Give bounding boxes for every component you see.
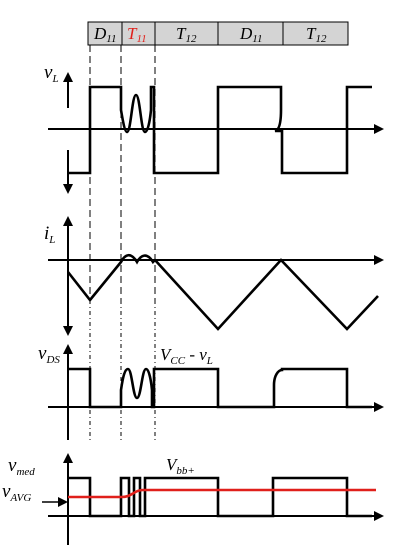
interval-header: D11 T11 T12 D11 T12	[87, 21, 349, 46]
vavg-trace	[68, 488, 376, 499]
vcc-minus-vl-label: VCC - vL	[160, 345, 213, 367]
panel-vds: vDS VCC - vL	[38, 343, 384, 440]
vmed-axis-label: vmed	[8, 455, 35, 478]
vl-waveform	[68, 85, 372, 175]
vl-axis-label: vL	[44, 62, 59, 85]
panel-il: iL	[44, 216, 384, 336]
header-label-t12-first: T12	[176, 24, 197, 45]
vds-axis-label: vDS	[38, 343, 60, 366]
panel-vl: vL	[44, 62, 384, 194]
vmed-waveform	[68, 476, 372, 518]
vbb-plus-label: Vbb+	[166, 455, 195, 477]
vds-waveform	[68, 367, 372, 409]
header-label-t11: T11	[127, 24, 147, 45]
header-cell-t12-second	[282, 21, 349, 46]
header-label-d11-second: D11	[239, 24, 262, 45]
panel-vmed: vmed vAVG Vbb+	[2, 453, 384, 545]
vavg-label: vAVG	[2, 481, 31, 504]
il-axis-label: iL	[44, 223, 55, 246]
il-waveform	[66, 253, 379, 331]
header-label-t12-second: T12	[306, 24, 327, 45]
header-label-d11-first: D11	[93, 24, 116, 45]
